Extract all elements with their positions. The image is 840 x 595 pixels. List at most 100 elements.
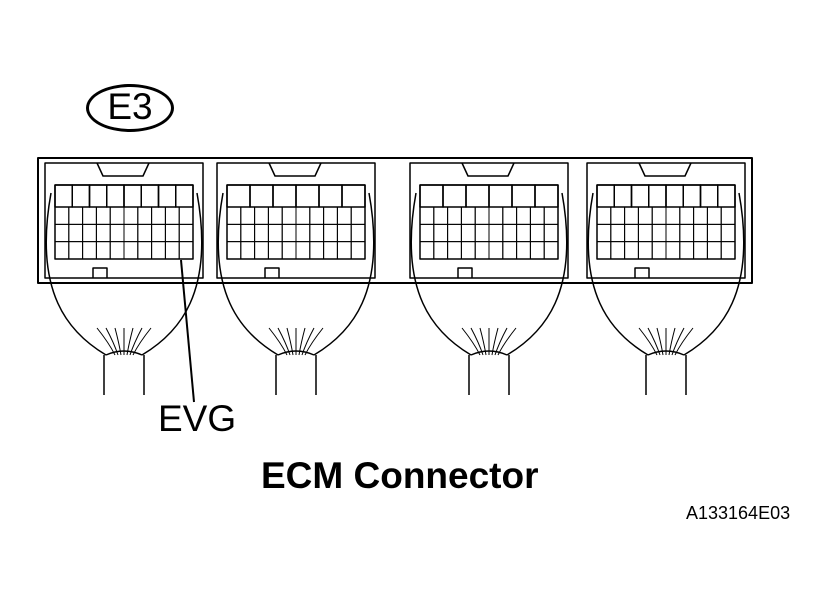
pin-cell [267,223,283,243]
pin-cell-large [295,184,320,208]
pin-cell [82,223,97,243]
pin-cell [529,206,545,225]
pin-cell [281,206,297,225]
pin-cell [596,241,612,260]
wire-strand [668,327,676,356]
pin-cell-large [511,184,536,208]
pin-cell [254,223,269,243]
pin-cell [502,241,518,260]
pin-cell [226,241,242,260]
pin-cell-large [157,184,177,208]
pin-cell [651,223,667,243]
pin-cell [516,206,531,225]
pin-cell [151,206,166,225]
pin-cell [323,223,338,243]
key-notch [457,267,473,278]
pin-cell [226,223,242,243]
module-latch [96,162,150,177]
pin-cell [95,223,111,243]
pin-cell [295,241,311,260]
module-latch [638,162,692,177]
pin-cell [54,206,70,225]
pin-cell [651,206,667,225]
pin-cell [254,206,269,225]
wire-strand [114,327,122,356]
pin-cell-large [613,184,633,208]
pin-cell [54,241,70,260]
pin-cell [323,206,338,225]
pin-cell [123,223,139,243]
wire-strand [494,327,508,356]
pin-cell [720,206,736,225]
pin-cell [693,206,708,225]
pin-cell-large [682,184,702,208]
pin-cell [516,223,531,243]
pin-cell [624,241,639,260]
pin-cell-large [665,184,684,208]
module-shell [44,162,204,279]
wire-strand [674,327,694,356]
diagram-title: ECM Connector [261,455,539,496]
pin-cell [336,241,352,260]
wire-bundle-outline [217,192,375,356]
wire-strand [638,327,658,356]
pin-cell [502,206,518,225]
wire-strand [286,327,294,356]
connector-id-oval [86,84,174,132]
key-notch [634,267,650,278]
wire-strand [129,327,143,356]
pin-cell [460,206,476,225]
pin-cell-large [249,184,274,208]
pin-cell-large [465,184,490,208]
pin-cell [109,206,125,225]
pin-cell [624,206,639,225]
pin-cell [82,206,97,225]
pin-cell [474,241,490,260]
pin-cell [240,206,256,225]
pin-cell [679,241,695,260]
pin-cell [529,241,545,260]
pin-cell [610,206,626,225]
pin-cell-large [140,184,160,208]
pin-cell-large [699,184,719,208]
pin-cell [178,206,194,225]
pin-cell [123,206,139,225]
pin-cell [295,223,311,243]
pin-cell-large [630,184,650,208]
pin-cell [137,223,153,243]
wire-strand [647,327,661,356]
pin-cell [637,223,653,243]
pin-cell [516,241,531,260]
reference-code: A133164E03 [686,503,791,523]
pin-cell [82,241,97,260]
pin-cell [596,223,612,243]
pin-cell-large [442,184,467,208]
connector-module [44,162,204,395]
pin-cell [474,206,490,225]
pin-cell-large [648,184,667,208]
pin-cell [123,241,139,260]
pin-cell-large [717,184,736,208]
pin-cell [151,223,166,243]
pin-cell-large [534,184,559,208]
harness-tube [645,350,687,395]
pin-cell [693,241,708,260]
pin-cell [336,223,352,243]
pin-cell [164,206,180,225]
pin-cell [637,241,653,260]
pin-cell [460,241,476,260]
module-shell [409,162,569,279]
pin-cell [706,241,722,260]
connector-module [586,162,746,395]
pin-cell [706,206,722,225]
pin-cell [240,223,256,243]
pin-cell [720,223,736,243]
wire-strand [497,327,517,356]
pin-cell [543,206,559,225]
pin-cell [679,206,695,225]
pin-cell [502,223,518,243]
pin-cell [323,241,338,260]
module-shell [586,162,746,279]
wire-strand [304,327,324,356]
wire-strand [461,327,481,356]
